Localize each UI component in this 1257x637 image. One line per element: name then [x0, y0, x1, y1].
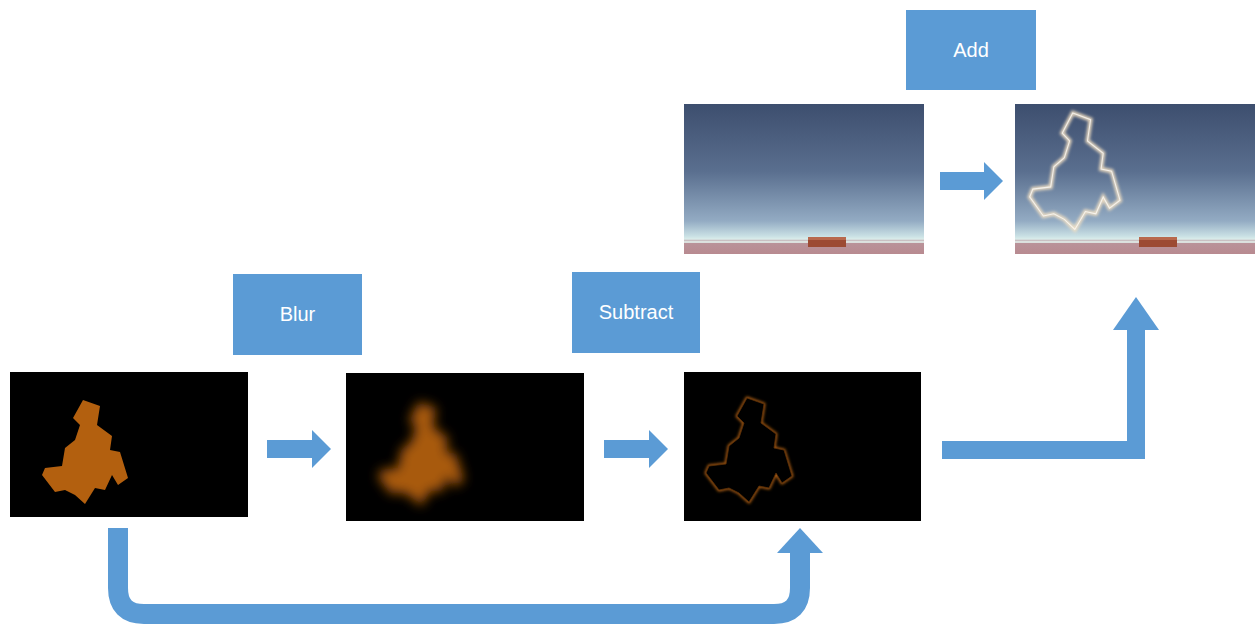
step-label-box: Subtract: [572, 272, 700, 353]
flow-arrow: [604, 430, 668, 468]
flow-arrow: [777, 528, 823, 553]
flow-arrow: [118, 528, 800, 614]
step-label: Subtract: [599, 301, 673, 324]
step-label-box: Add: [906, 10, 1036, 90]
step-label-box: Blur: [233, 274, 362, 355]
blurred-image: [346, 373, 584, 521]
flow-arrow: [942, 328, 1136, 450]
flow-arrow: [940, 162, 1003, 200]
flow-arrow: [1113, 297, 1159, 330]
result-image: [1015, 104, 1255, 254]
step-label: Blur: [280, 303, 316, 326]
flow-arrow: [267, 430, 331, 468]
outline-image: [684, 372, 921, 521]
step-label: Add: [953, 39, 989, 62]
source-image: [10, 372, 248, 517]
scene-image: [684, 104, 924, 254]
